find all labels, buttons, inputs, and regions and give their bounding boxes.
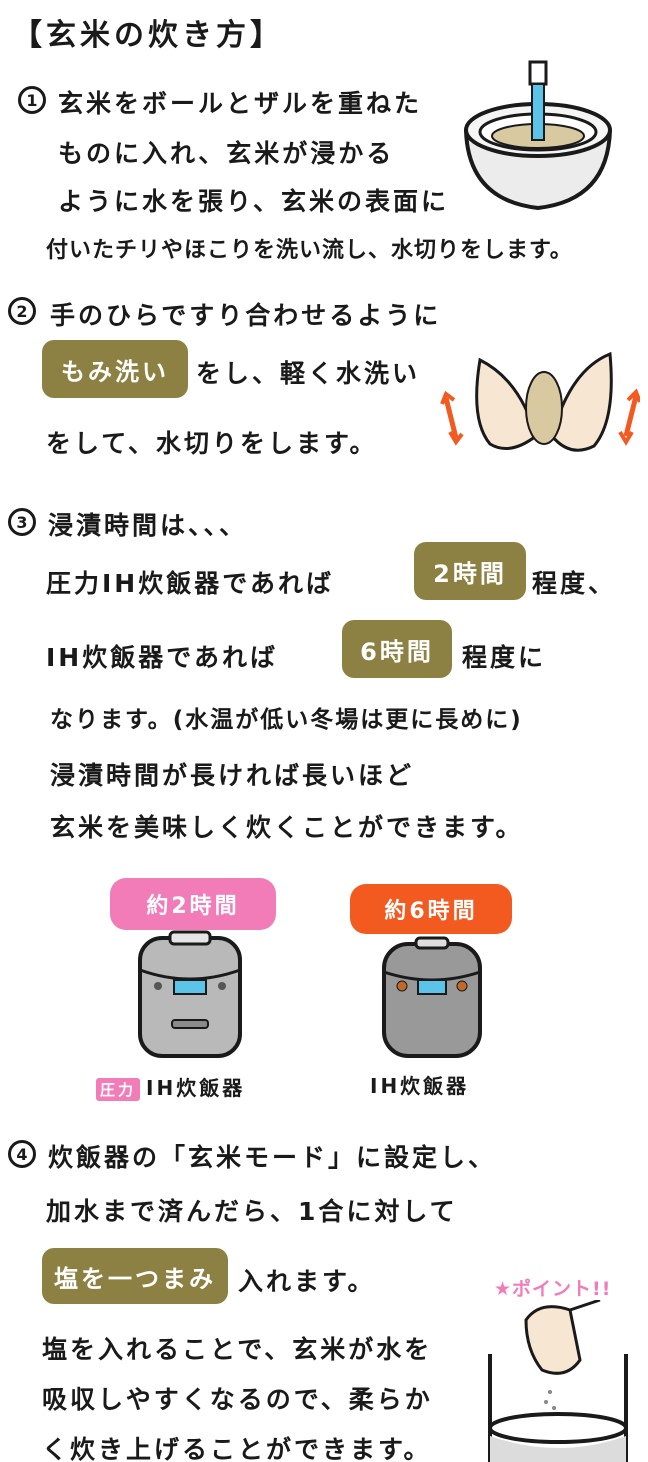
step1-line-2: ものに入れ、玄米が浸かる	[58, 139, 395, 168]
step4-highlight-salt: 塩を一つまみ	[42, 1248, 228, 1304]
step4-line-2: 加水まで済んだら、1合に対して	[46, 1197, 458, 1226]
step4-number-badge: 4	[8, 1140, 36, 1168]
step2-number-badge: 2	[8, 297, 36, 325]
pressure-ih-rice-cooker-icon	[138, 930, 242, 1058]
step3-line-4: なります。(水温が低い冬場は更に長めに)	[50, 707, 523, 733]
step1-number-badge: 1	[18, 86, 46, 114]
pressure-cooker-caption-text: IH炊飯器	[146, 1076, 246, 1100]
step2-line-1: 手のひらですり合わせるように	[50, 301, 442, 330]
step3-line-2-post: 程度、	[532, 569, 617, 598]
step1-line-4: 付いたチリやほこりを洗い流し、水切りをします。	[46, 238, 573, 263]
step2-highlight-momiarai: もみ洗い	[42, 340, 188, 398]
ih-cooker-caption: IH炊飯器	[370, 1074, 470, 1098]
hands-washing-illustration	[440, 351, 640, 452]
step3-line-3-pre: IH炊飯器であれば	[46, 643, 278, 672]
bowl-strainer-illustration	[464, 60, 612, 211]
step3-highlight-6hours: 6時間	[342, 620, 452, 678]
step3-line-2-pre: 圧力IH炊飯器であれば	[46, 569, 334, 598]
step3-line-1: 浸漬時間は、、、	[48, 511, 248, 540]
step3-line-3-post: 程度に	[462, 643, 547, 672]
step4-line-5: 吸収しやすくなるので、柔らか	[42, 1385, 433, 1414]
pressure-cooker-time-badge: 約2時間	[110, 878, 276, 930]
step4-line-3: 入れます。	[238, 1267, 376, 1296]
step2-line-3: をして、水切りをします。	[46, 429, 378, 458]
point-label: ★ポイント!!	[494, 1278, 612, 1300]
step3-highlight-2hours: 2時間	[414, 542, 526, 600]
pressure-tag: 圧力	[96, 1078, 141, 1101]
step1-line-1: 玄米をボールとザルを重ねた	[58, 89, 423, 118]
ih-cooker-time-badge: 約6時間	[350, 884, 512, 934]
ih-rice-cooker-icon	[382, 936, 482, 1058]
step4-line-1: 炊飯器の「玄米モード」に設定し、	[48, 1143, 497, 1172]
step4-line-6: く炊き上げることができます。	[42, 1435, 432, 1462]
step3-number-badge: 3	[8, 508, 36, 536]
step2-line-2: をし、軽く水洗い	[196, 359, 421, 388]
salt-pinch-illustration	[488, 1300, 628, 1462]
step4-line-4: 塩を入れることで、玄米が水を	[42, 1335, 433, 1364]
step3-line-6: 玄米を美味しく炊くことができます。	[50, 813, 524, 842]
page-title: 【玄米の炊き方】	[12, 18, 284, 53]
step3-line-5: 浸漬時間が長ければ長いほど	[50, 761, 415, 790]
step1-line-3: ように水を張り、玄米の表面に	[58, 187, 450, 216]
